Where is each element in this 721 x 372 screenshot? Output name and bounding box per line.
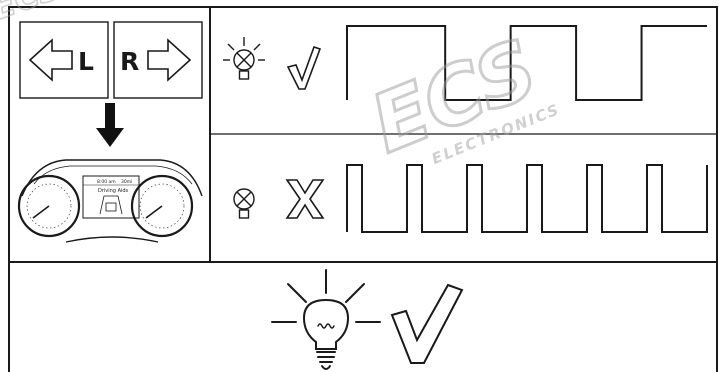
instrument-cluster-icon (19, 160, 202, 242)
cluster-display-range: 30mi (121, 179, 132, 185)
turn-signal-right-box: R (114, 22, 202, 98)
cross-icon (287, 180, 323, 218)
turn-signal-left-box: L (20, 22, 108, 98)
arrow-right-outline-icon (148, 40, 190, 80)
check-large-icon (392, 285, 462, 363)
ecs-electronics-watermark: ECS ELECTRONICS ECS (0, 0, 563, 171)
cluster-display-mode: Driving Aids (98, 188, 129, 194)
square-wave-fast (347, 165, 707, 232)
arrow-left-outline-icon (30, 40, 72, 80)
turn-signal-right-label: R (120, 47, 139, 76)
turn-signal-left-label: L (78, 47, 94, 76)
bulb-off-icon (234, 189, 254, 218)
bulb-lit-icon (223, 37, 265, 79)
arrow-down-solid-icon (96, 103, 124, 147)
check-icon (288, 47, 320, 89)
bulb-lit-large-icon (272, 270, 380, 369)
cluster-display-time: 8:00 am (97, 179, 116, 185)
watermark-brand-corner: ECS (0, 0, 67, 29)
